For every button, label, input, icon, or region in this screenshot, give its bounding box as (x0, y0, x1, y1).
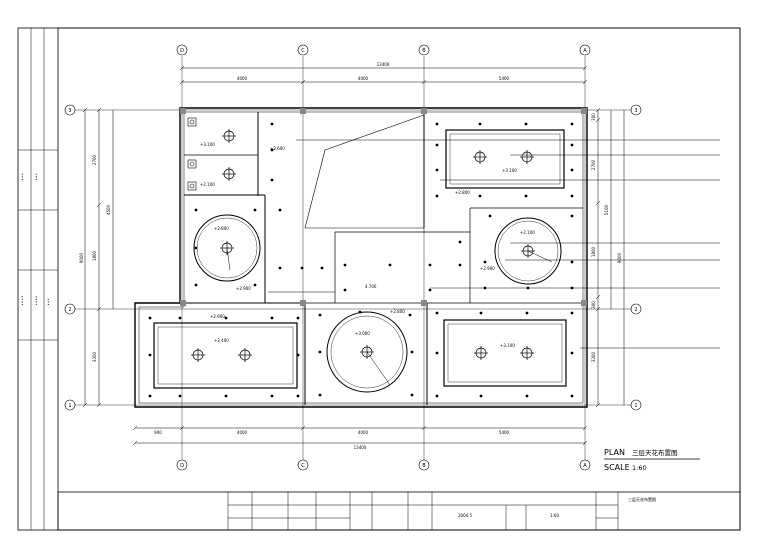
grid-label-top-d: D (180, 48, 184, 54)
level-label: +2.800 (390, 309, 405, 314)
grid-bubbles-bottom: D C B A (176, 459, 591, 471)
level-label: +2.900 (480, 266, 495, 271)
pendant-light-fixtures (191, 129, 535, 362)
dim-bottom-seg-3: 4000 (358, 430, 369, 435)
dimension-lines-bottom (132, 425, 588, 446)
level-label: +2.400 (214, 338, 229, 343)
grid-label-top-c: C (301, 48, 305, 54)
grid-axis-lines (74, 56, 632, 462)
grid-label-right-1: 1 (634, 403, 637, 409)
dim-right-seg-2: 2700 (591, 159, 596, 170)
dim-left-sub: 4500 (106, 204, 111, 215)
grid-bubbles-top: D C B A (176, 44, 591, 56)
grid-label-right-2: 2 (634, 307, 637, 313)
dim-top-seg-3: 5400 (499, 76, 510, 81)
dim-top-seg-2: 4000 (358, 76, 369, 81)
level-label: +3.100 (200, 142, 215, 147)
plan-label: PLAN (604, 448, 625, 457)
dim-left-seg-3: 3300 (92, 351, 97, 362)
svg-text:· · ·: · · · (46, 299, 51, 305)
level-label: +2.800 (214, 226, 229, 231)
leader-lines (296, 139, 720, 349)
level-label: +3.000 (355, 331, 370, 336)
level-label: +2.800 (455, 190, 470, 195)
dim-right-seg-5: 3300 (591, 351, 596, 362)
drawing-name: 三层天花布置图 (632, 448, 678, 457)
plan-walls (134, 107, 588, 408)
dim-top-total: 13400 (377, 62, 390, 67)
grid-bubbles-right: 3 2 1 (630, 104, 642, 411)
dim-top-seg-1: 4000 (237, 76, 248, 81)
dim-right-seg-1: 300 (591, 113, 596, 121)
grid-label-left-3: 3 (68, 108, 71, 114)
title-block-text: 2004.5 1:60 三层天花布置图 (458, 496, 656, 518)
dim-bottom-total: 13400 (354, 445, 367, 450)
dimension-lines-right (595, 107, 625, 408)
dim-right-sub: 5100 (604, 204, 609, 215)
grid-label-left-2: 2 (68, 307, 71, 313)
grid-label-bottom-c: C (301, 463, 305, 469)
dim-right-total: 9000 (617, 252, 622, 263)
tb-cell-drawing-name: 三层天花布置图 (628, 496, 656, 502)
svg-text:· · · ·: · · · · (20, 296, 25, 305)
scale-label: SCALE (604, 463, 630, 472)
grid-label-left-1: 1 (68, 403, 71, 409)
level-label: 4.700 (365, 284, 377, 289)
level-label: +2.100 (520, 230, 535, 235)
grid-label-bottom-d: D (180, 463, 184, 469)
tb-cell: 2004.5 (458, 513, 472, 518)
left-margin-strip: · · · · · · · · · · · · · · · · · (18, 28, 58, 530)
level-label: +3.100 (500, 343, 515, 348)
dim-right-seg-4: 300 (591, 301, 596, 309)
structural-columns (180, 108, 587, 306)
title-block (57, 491, 741, 531)
ventilation-fixtures (187, 117, 197, 191)
dim-left-seg-1: 2700 (92, 154, 97, 165)
dim-bottom-seg-2: 4000 (237, 430, 248, 435)
tb-cell: 1:60 (550, 513, 559, 518)
level-label: +2.600 (270, 146, 285, 151)
svg-text:· · ·: · · · (20, 174, 25, 180)
level-label: +2.100 (200, 182, 215, 187)
svg-text:· · · ·: · · · · (34, 296, 39, 305)
ceiling-level-labels: +3.100 +2.100 +2.600 +2.800 +2.900 +3.10… (200, 142, 535, 348)
grid-label-bottom-b: B (422, 463, 426, 469)
dim-right-seg-3: 1800 (591, 246, 596, 257)
grid-label-top-b: B (422, 48, 426, 54)
level-label: +3.100 (502, 168, 517, 173)
scale-value: 1:60 (632, 464, 647, 472)
svg-text:· · ·: · · · (34, 174, 39, 180)
grid-label-right-3: 3 (634, 108, 637, 114)
downlight-dots (148, 122, 574, 398)
drawing-title: PLAN 三层天花布置图 SCALE 1:60 (604, 448, 700, 472)
dim-left-seg-2: 1800 (92, 250, 97, 261)
grid-bubbles-left: 3 2 1 (64, 104, 76, 411)
grid-label-bottom-a: A (583, 463, 587, 469)
level-label: +2.900 (210, 314, 225, 319)
dim-bottom-seg-4: 5400 (499, 430, 510, 435)
dim-bottom-seg-1: 900 (154, 430, 162, 435)
grid-label-top-a: A (583, 48, 587, 54)
dimension-lines-left (82, 107, 114, 408)
level-label: +2.900 (236, 286, 251, 291)
dim-left-total: 9000 (79, 252, 84, 263)
dimension-lines-top (179, 65, 588, 85)
